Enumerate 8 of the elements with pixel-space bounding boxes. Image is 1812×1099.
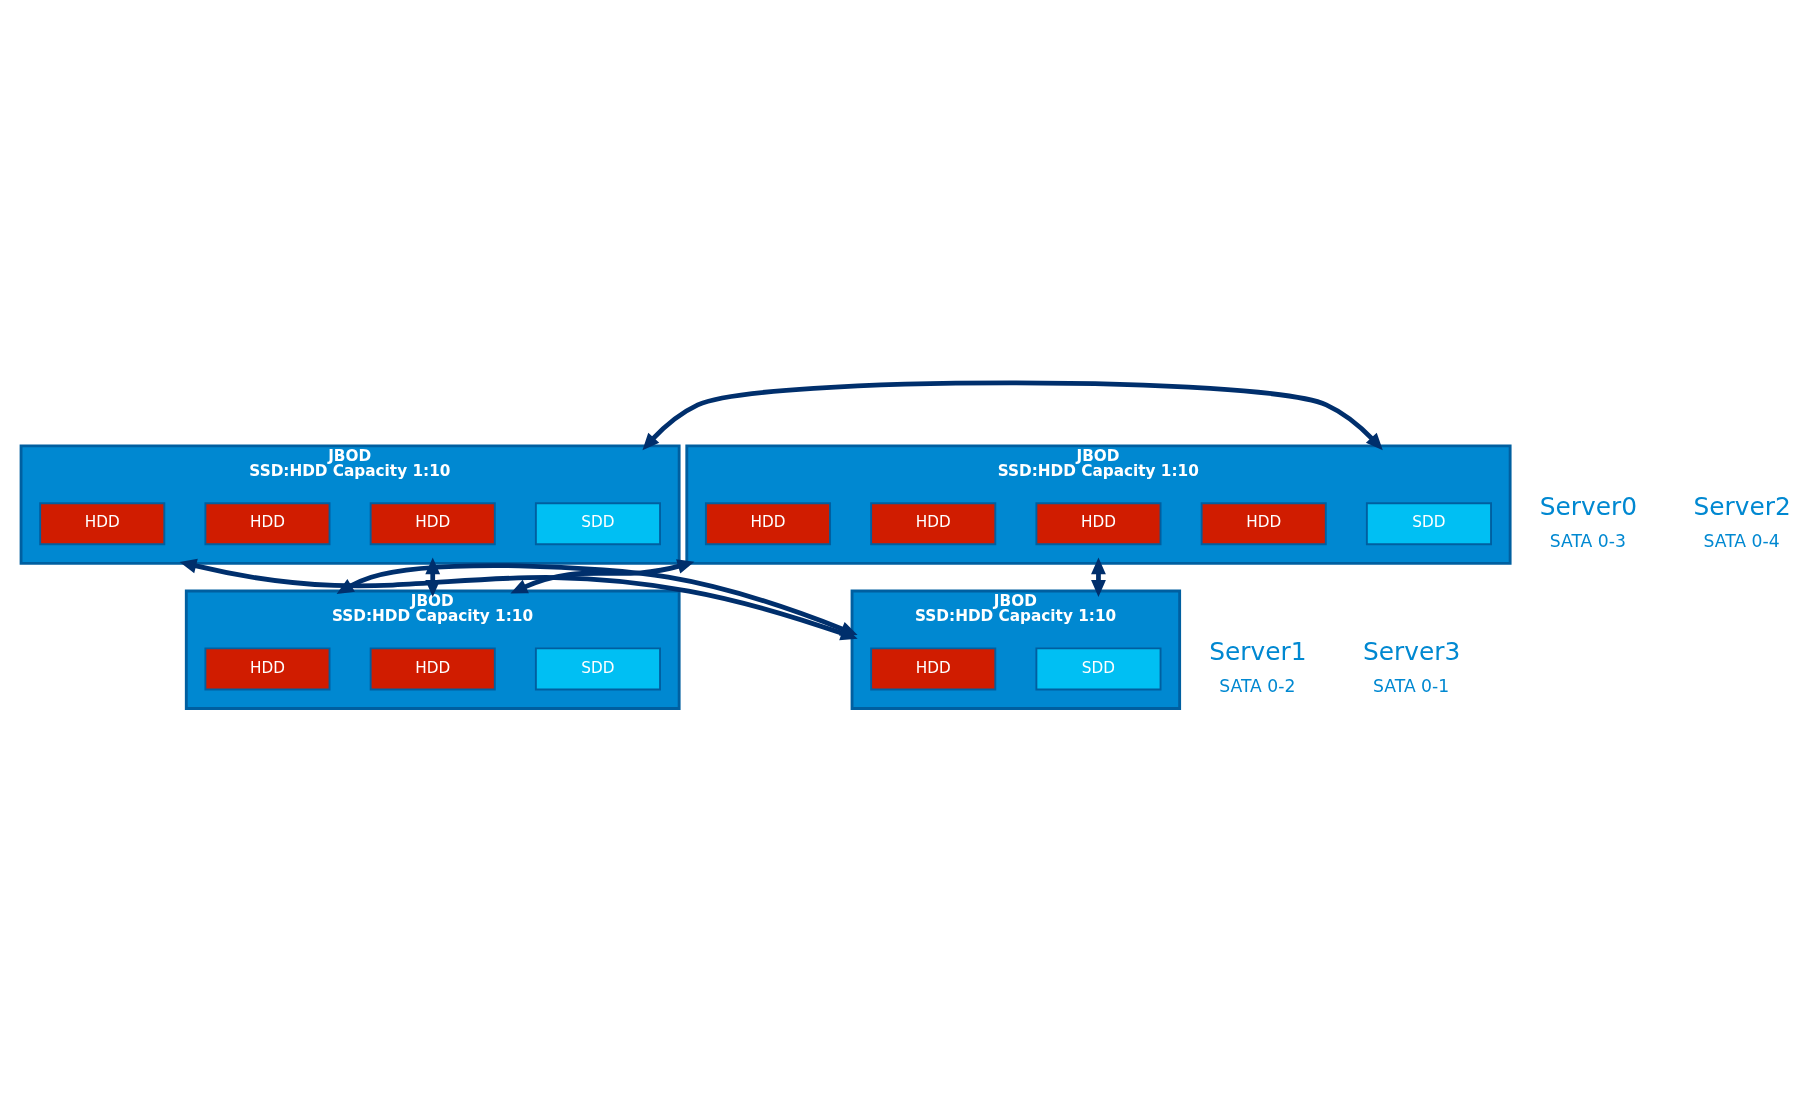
node-label: SATA 0-4 xyxy=(1703,531,1780,552)
node-label: Server3 xyxy=(1363,637,1461,667)
node-label: Server1 xyxy=(1209,637,1307,667)
node-label: SATA 0-1 xyxy=(1373,676,1450,697)
node-label: Server0 xyxy=(1539,491,1637,521)
node-label: SATA 0-3 xyxy=(1549,531,1626,552)
node-label: Server2 xyxy=(1693,491,1791,521)
node-label: SATA 0-2 xyxy=(1219,676,1296,697)
